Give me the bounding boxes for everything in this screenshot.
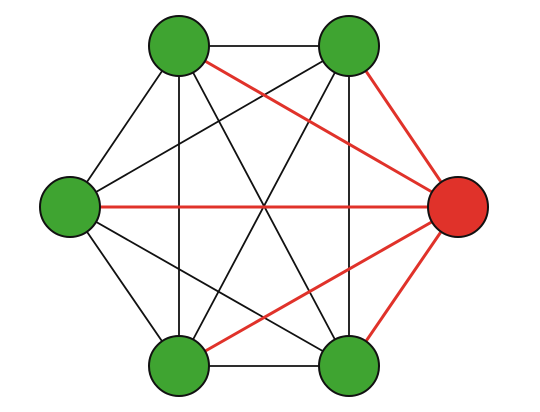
- node-n1: [148, 15, 210, 77]
- node-n2: [318, 15, 380, 77]
- edge-n1-n3: [69, 45, 180, 208]
- node-n5: [148, 335, 210, 397]
- edge-n3-n6: [69, 206, 350, 367]
- nodes-layer: [39, 15, 489, 397]
- edge-n3-n5: [69, 206, 180, 367]
- edge-n6-n4-highlight: [347, 205, 460, 368]
- edges-layer: [68, 44, 460, 368]
- edge-n1-n4-highlight: [177, 44, 460, 209]
- node-n4-highlight: [427, 176, 489, 238]
- edge-n5-n4-highlight: [177, 205, 460, 368]
- edge-n2-n4-highlight: [347, 44, 460, 209]
- node-n6: [318, 335, 380, 397]
- node-n3: [39, 176, 101, 238]
- edge-n2-n3: [69, 45, 350, 208]
